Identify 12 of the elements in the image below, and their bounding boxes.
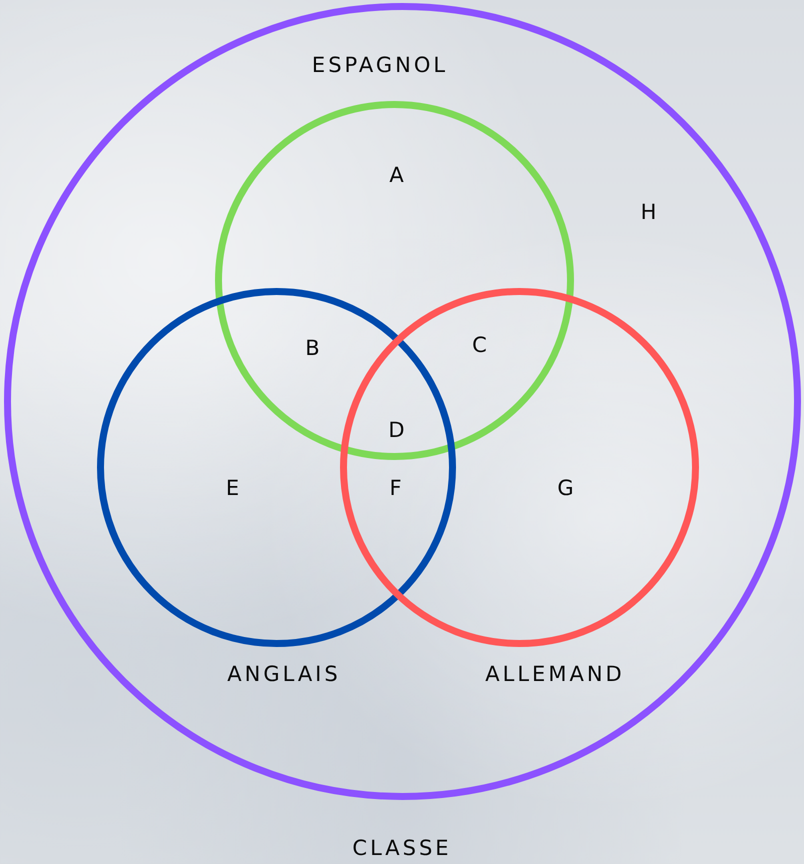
set-label: CLASSE — [352, 836, 452, 860]
region-label: G — [557, 476, 577, 500]
set-label: ALLEMAND — [485, 662, 625, 686]
region-label: E — [226, 476, 242, 500]
region-label: H — [640, 200, 660, 224]
region-label: C — [472, 332, 490, 358]
region-label: D — [388, 418, 408, 442]
region-label: A — [389, 162, 407, 188]
set-label: ANGLAIS — [227, 662, 341, 686]
set-label: ESPAGNOL — [312, 52, 448, 78]
region-label: B — [305, 336, 323, 360]
region-label: F — [389, 476, 405, 500]
